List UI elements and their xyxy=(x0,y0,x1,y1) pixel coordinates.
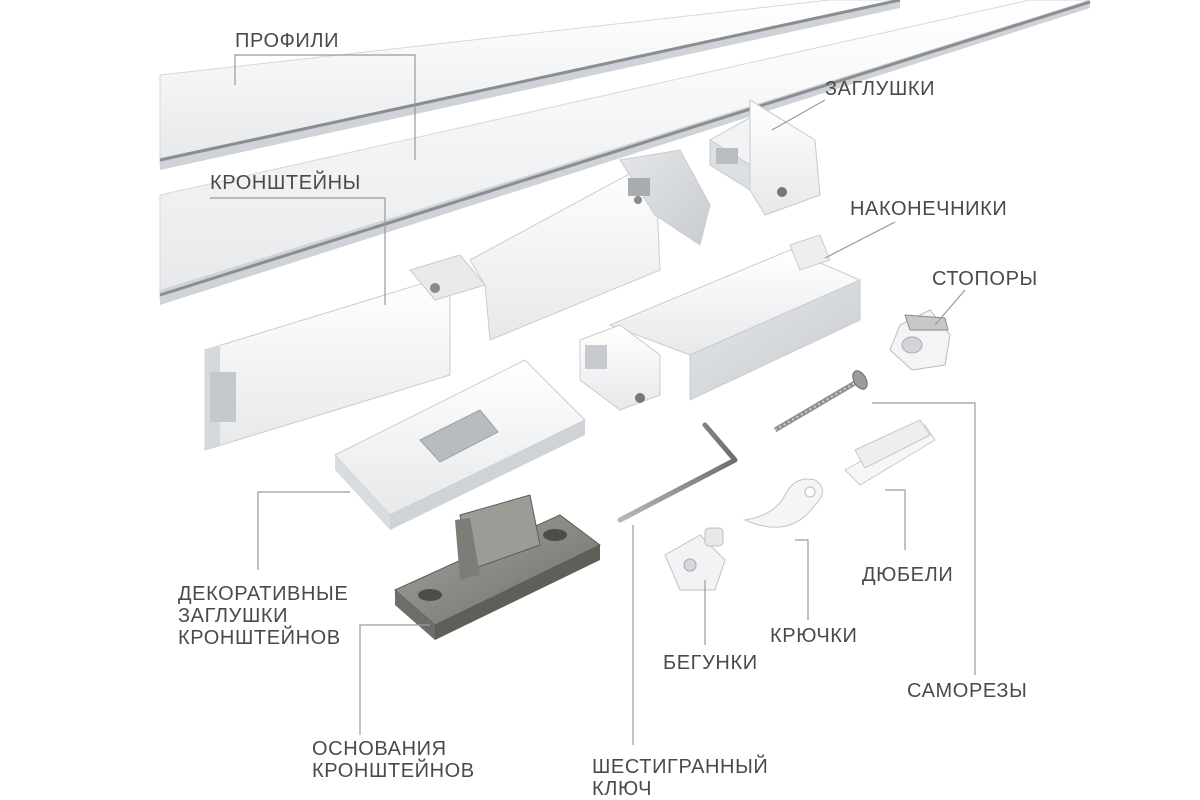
leader-dowels xyxy=(885,489,906,550)
hook xyxy=(743,478,823,528)
leader-lines xyxy=(210,54,976,745)
label-decor-caps: ДЕКОРАТИВНЫЕ ЗАГЛУШКИ КРОНШТЕЙНОВ xyxy=(178,583,348,649)
dowel xyxy=(844,419,936,486)
screw xyxy=(773,370,868,433)
leader-screws xyxy=(872,402,976,675)
stopper xyxy=(889,309,951,371)
label-bracket-bases-line-1: ОСНОВАНИЯ xyxy=(312,738,447,760)
label-decor-caps-line-3: КРОНШТЕЙНОВ xyxy=(178,627,341,649)
label-screws: САМОРЕЗЫ xyxy=(907,680,1028,702)
leader-decor-caps xyxy=(257,491,350,570)
label-dowels: ДЮБЕЛИ xyxy=(862,564,954,586)
label-stoppers: СТОПОРЫ xyxy=(932,268,1038,290)
decorative-cap xyxy=(334,359,586,530)
leader-plugs xyxy=(771,99,826,131)
profile-rail-top xyxy=(159,0,901,170)
label-plugs: ЗАГЛУШКИ xyxy=(825,78,936,100)
rail-tip xyxy=(579,234,862,411)
leader-tips xyxy=(824,221,896,259)
label-hex-key-line-1: ШЕСТИГРАННЫЙ xyxy=(592,756,769,778)
leader-hooks xyxy=(795,539,809,620)
label-hex-key-line-2: КЛЮЧ xyxy=(592,778,653,800)
bracket-base xyxy=(394,494,601,640)
leader-brackets xyxy=(210,197,386,305)
label-profiles: ПРОФИЛИ xyxy=(235,30,340,52)
label-decor-caps-line-1: ДЕКОРАТИВНЫЕ xyxy=(178,583,349,605)
label-bracket-bases: ОСНОВАНИЯ КРОНШТЕЙНОВ xyxy=(312,738,475,782)
leader-bracket-bases xyxy=(359,624,430,735)
profile-rail-bottom xyxy=(159,0,1091,305)
label-bracket-bases-line-2: КРОНШТЕЙНОВ xyxy=(312,760,475,782)
label-brackets: КРОНШТЕЙНЫ xyxy=(210,172,361,194)
leader-stoppers xyxy=(934,289,966,326)
hex-key xyxy=(617,422,738,523)
leader-profiles xyxy=(234,54,416,160)
label-tips: НАКОНЕЧНИКИ xyxy=(850,198,1008,220)
bracket-assembly xyxy=(204,149,711,451)
end-plug xyxy=(709,99,821,216)
label-decor-caps-line-2: ЗАГЛУШКИ xyxy=(178,605,289,627)
label-hooks: КРЮЧКИ xyxy=(770,625,858,647)
label-hex-key: ШЕСТИГРАННЫЙ КЛЮЧ xyxy=(592,756,768,800)
label-runners: БЕГУНКИ xyxy=(663,652,758,674)
runner xyxy=(664,527,726,591)
